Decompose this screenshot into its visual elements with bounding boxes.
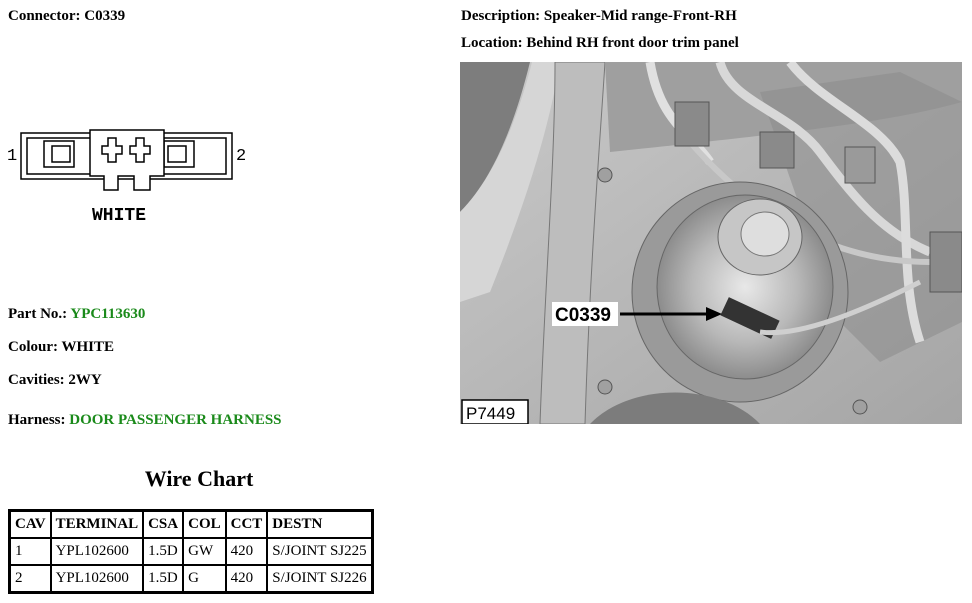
cell-destn: S/JOINT SJ226: [266, 564, 374, 594]
col-header-csa: CSA: [142, 509, 185, 539]
callout-arrowhead: [706, 307, 722, 321]
housing-color-label: WHITE: [92, 206, 146, 226]
harness-row: Harness: DOOR PASSENGER HARNESS: [8, 412, 282, 429]
cell-csa: 1.5D: [142, 537, 185, 566]
table-row: 1 YPL102600 1.5D GW 420 S/JOINT SJ225: [8, 537, 374, 566]
terminal-2-shape: [129, 137, 151, 163]
cell-cav: 1: [8, 537, 52, 566]
cell-terminal: YPL102600: [49, 564, 145, 594]
wire-chart-title: Wire Chart: [144, 466, 254, 491]
location-value: Behind RH front door trim panel: [526, 35, 739, 51]
location-row: Location: Behind RH front door trim pane…: [461, 35, 739, 52]
location-illustration: C0339 P7449: [460, 62, 962, 424]
connector-label: Connector:: [8, 8, 81, 24]
colour-row: Colour: WHITE: [8, 339, 114, 356]
location-label: Location:: [461, 35, 523, 51]
part-no-row: Part No.: YPC113630: [8, 306, 145, 323]
cell-destn: S/JOINT SJ225: [266, 537, 374, 566]
cell-cct: 420: [224, 564, 269, 594]
table-row: 2 YPL102600 1.5D G 420 S/JOINT SJ226: [8, 564, 374, 594]
col-header-destn: DESTN: [266, 509, 374, 539]
cavities-row: Cavities: 2WY: [8, 372, 102, 389]
cell-terminal: YPL102600: [49, 537, 145, 566]
description-label: Description:: [461, 8, 541, 24]
cell-cct: 420: [224, 537, 269, 566]
connector-value: C0339: [84, 8, 126, 24]
colour-label: Colour:: [8, 339, 58, 355]
cavities-value: 2WY: [68, 372, 102, 388]
pin-1-label: 1: [7, 147, 17, 166]
description-row: Description: Speaker-Mid range-Front-RH: [461, 8, 737, 25]
wire-chart-header-row: CAV TERMINAL CSA COL CCT DESTN: [8, 509, 374, 539]
callout-label: C0339: [555, 305, 611, 326]
cell-cav: 2: [8, 564, 52, 594]
col-header-terminal: TERMINAL: [49, 509, 145, 539]
cell-csa: 1.5D: [142, 564, 185, 594]
part-no-label: Part No.:: [8, 306, 68, 322]
pin-2-label: 2: [236, 147, 246, 166]
cell-col: G: [182, 564, 227, 594]
cell-col: GW: [182, 537, 227, 566]
col-header-cct: CCT: [224, 509, 269, 539]
connector-face-diagram: 1 2 WHITE: [7, 129, 246, 226]
col-header-cav: CAV: [8, 509, 52, 539]
part-no-value[interactable]: YPC113630: [70, 306, 146, 322]
figure-id: P7449: [466, 404, 515, 423]
col-header-col: COL: [182, 509, 227, 539]
harness-label: Harness:: [8, 412, 66, 428]
terminal-1-shape: [101, 137, 123, 163]
description-value: Speaker-Mid range-Front-RH: [543, 8, 737, 24]
colour-value: WHITE: [61, 339, 114, 355]
cavities-label: Cavities:: [8, 372, 65, 388]
harness-value[interactable]: DOOR PASSENGER HARNESS: [69, 412, 282, 428]
connector-row: Connector: C0339: [8, 8, 125, 25]
wire-chart-table: CAV TERMINAL CSA COL CCT DESTN 1 YPL1026…: [8, 509, 374, 594]
